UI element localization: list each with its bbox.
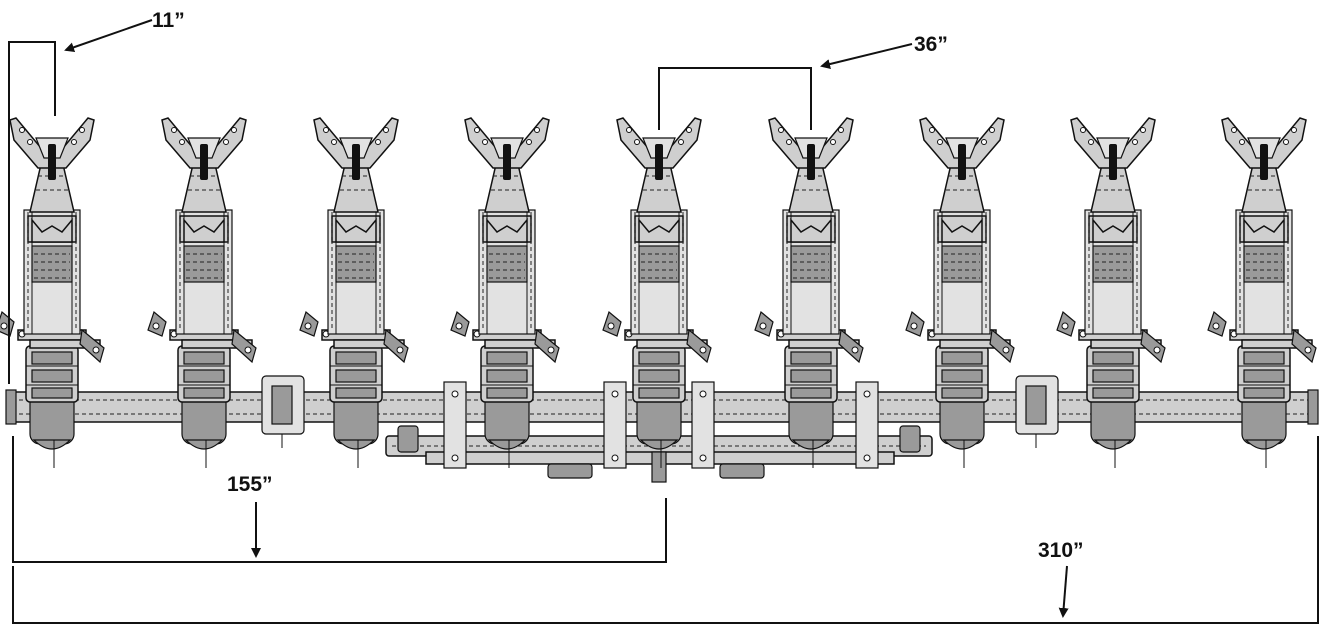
- dimension-label-155: 155”: [227, 473, 273, 496]
- dimension-310-in: 310”: [12, 436, 1319, 624]
- dimension-label-310: 310”: [1038, 539, 1084, 562]
- dimension-36-in: 36”: [658, 33, 948, 130]
- dimension-11-in: 11”: [8, 9, 185, 384]
- row-units: [0, 117, 1317, 469]
- gauge-wheel-right: [1015, 375, 1059, 448]
- dimension-label-11: 11”: [152, 9, 185, 32]
- gauge-wheel-left: [261, 375, 305, 448]
- dimension-155-in: 155”: [12, 436, 667, 563]
- dimension-label-36: 36”: [914, 33, 948, 56]
